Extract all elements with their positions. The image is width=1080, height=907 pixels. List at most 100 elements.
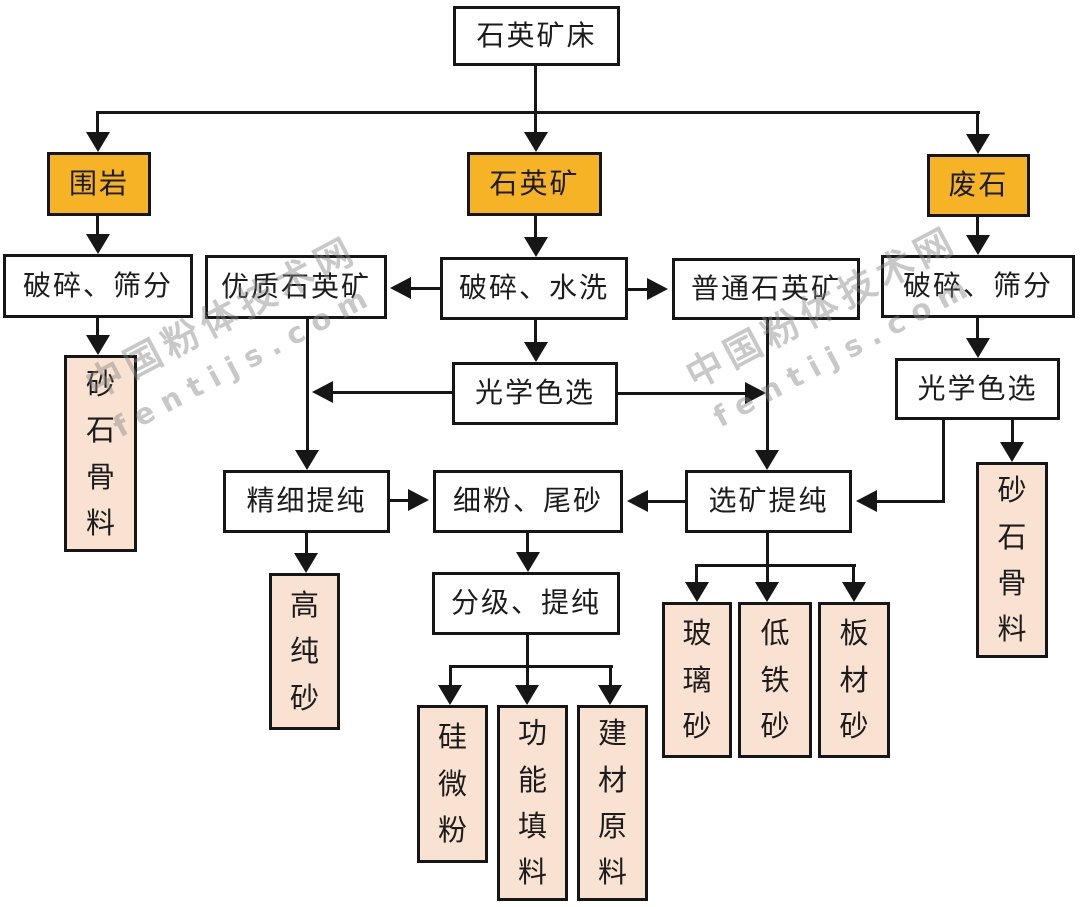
flow-line [96,111,980,114]
node-aggregate-right: 砂石骨料 [976,462,1048,658]
node-label: 砂石骨料 [997,473,1027,647]
flow-line [388,499,410,502]
node-label: 板材砂 [839,616,869,744]
flow-arrowhead [842,582,866,602]
flow-arrowhead [516,552,540,572]
flow-arrowhead [966,338,990,358]
flow-line [305,531,308,555]
node-silica-micropowder: 硅微粉 [417,705,488,863]
flow-arrowhead [755,450,779,470]
flow-arrowhead [755,582,779,602]
flow-arrowhead [524,237,548,257]
flow-line [976,316,979,340]
node-label: 破碎、筛分 [22,268,173,302]
node-crush-screen-left: 破碎、筛分 [3,254,193,318]
flow-line [877,500,945,503]
node-low-iron-sand: 低铁砂 [738,602,812,758]
node-label: 普通石英矿 [690,271,841,305]
node-aggregate-left: 砂石骨料 [64,355,137,552]
flow-arrowhead [524,342,548,362]
node-quartz-deposit: 石英矿床 [453,6,620,66]
flow-arrowhead [86,132,110,152]
flow-arrowhead [966,235,990,255]
node-grading-purification: 分级、提纯 [432,572,620,635]
flow-line [332,391,454,394]
node-label: 玻璃砂 [682,616,712,744]
node-slab-sand: 板材砂 [818,602,890,758]
node-label: 功能填料 [517,716,547,890]
node-waste-rock: 废石 [927,154,1030,217]
flow-line [96,111,99,134]
flow-arrowhead [524,132,548,152]
flow-arrowhead [312,381,333,403]
node-beneficiation-purification: 选矿提纯 [685,470,852,533]
flow-arrowhead [390,277,411,299]
node-label: 破碎、水洗 [458,271,609,305]
node-label: 光学色选 [917,371,1038,405]
flow-arrowhead [86,335,110,355]
flow-line [449,665,613,668]
flow-line [766,564,769,584]
flow-line [609,665,612,687]
node-label: 废石 [948,168,1009,202]
node-host-rock: 围岩 [47,152,151,216]
flow-line [648,500,687,503]
flow-line [526,531,529,554]
flow-arrowhead [515,685,539,705]
node-quartz-ore: 石英矿 [467,152,602,216]
node-label: 高纯砂 [289,587,319,715]
flow-arrowhead [408,489,429,511]
flow-line [942,418,945,503]
flow-line [96,214,99,236]
flow-line [534,64,537,113]
flow-arrowhead [86,234,110,254]
node-glass-sand: 玻璃砂 [662,602,732,758]
flow-line [766,318,769,452]
flow-line [534,318,537,344]
flow-arrowhead [627,490,648,512]
node-common-quartz: 普通石英矿 [672,258,860,320]
flow-arrowhead [598,685,622,705]
node-functional-filler: 功能填料 [497,705,568,901]
flow-arrowhead [647,278,668,300]
flow-arrowhead [294,553,318,573]
flow-line [976,111,979,136]
node-label: 围岩 [68,166,129,200]
node-high-purity-sand: 高纯砂 [269,573,340,730]
flow-arrowhead [856,490,877,512]
node-label: 分级、提纯 [450,586,601,620]
flow-line [976,215,979,237]
node-premium-quartz: 优质石英矿 [205,255,387,319]
flow-line [526,633,529,668]
flow-line [1011,418,1014,444]
flow-line [449,665,452,687]
flow-line [96,316,99,337]
flow-arrowhead [745,382,766,404]
flow-line [534,111,537,135]
node-fine-purification: 精细提纯 [223,470,390,533]
flow-arrowhead [1000,442,1024,462]
node-fine-powder-tailings: 细粉、尾砂 [433,470,623,533]
flow-line [526,665,529,687]
flow-line [695,564,698,584]
flow-line [626,288,650,291]
flow-line [306,317,309,452]
flow-line [616,392,747,395]
flow-line [534,214,537,239]
flow-arrowhead [966,134,990,154]
node-label: 石英矿床 [476,18,597,52]
node-optical-sorting-mid: 光学色选 [452,362,618,425]
flow-line [410,287,442,290]
node-label: 光学色选 [474,376,595,410]
flow-line [766,531,769,567]
node-label: 建材原料 [597,716,627,890]
node-label: 硅微粉 [437,720,467,848]
flow-arrowhead [685,582,709,602]
flow-arrowhead [295,450,319,470]
node-label: 低铁砂 [760,616,790,744]
node-label: 细粉、尾砂 [452,484,603,518]
node-optical-sorting-right: 光学色选 [895,358,1060,420]
node-crush-wash: 破碎、水洗 [440,257,628,320]
node-label: 优质石英矿 [220,269,371,303]
node-label: 石英矿 [489,166,580,200]
